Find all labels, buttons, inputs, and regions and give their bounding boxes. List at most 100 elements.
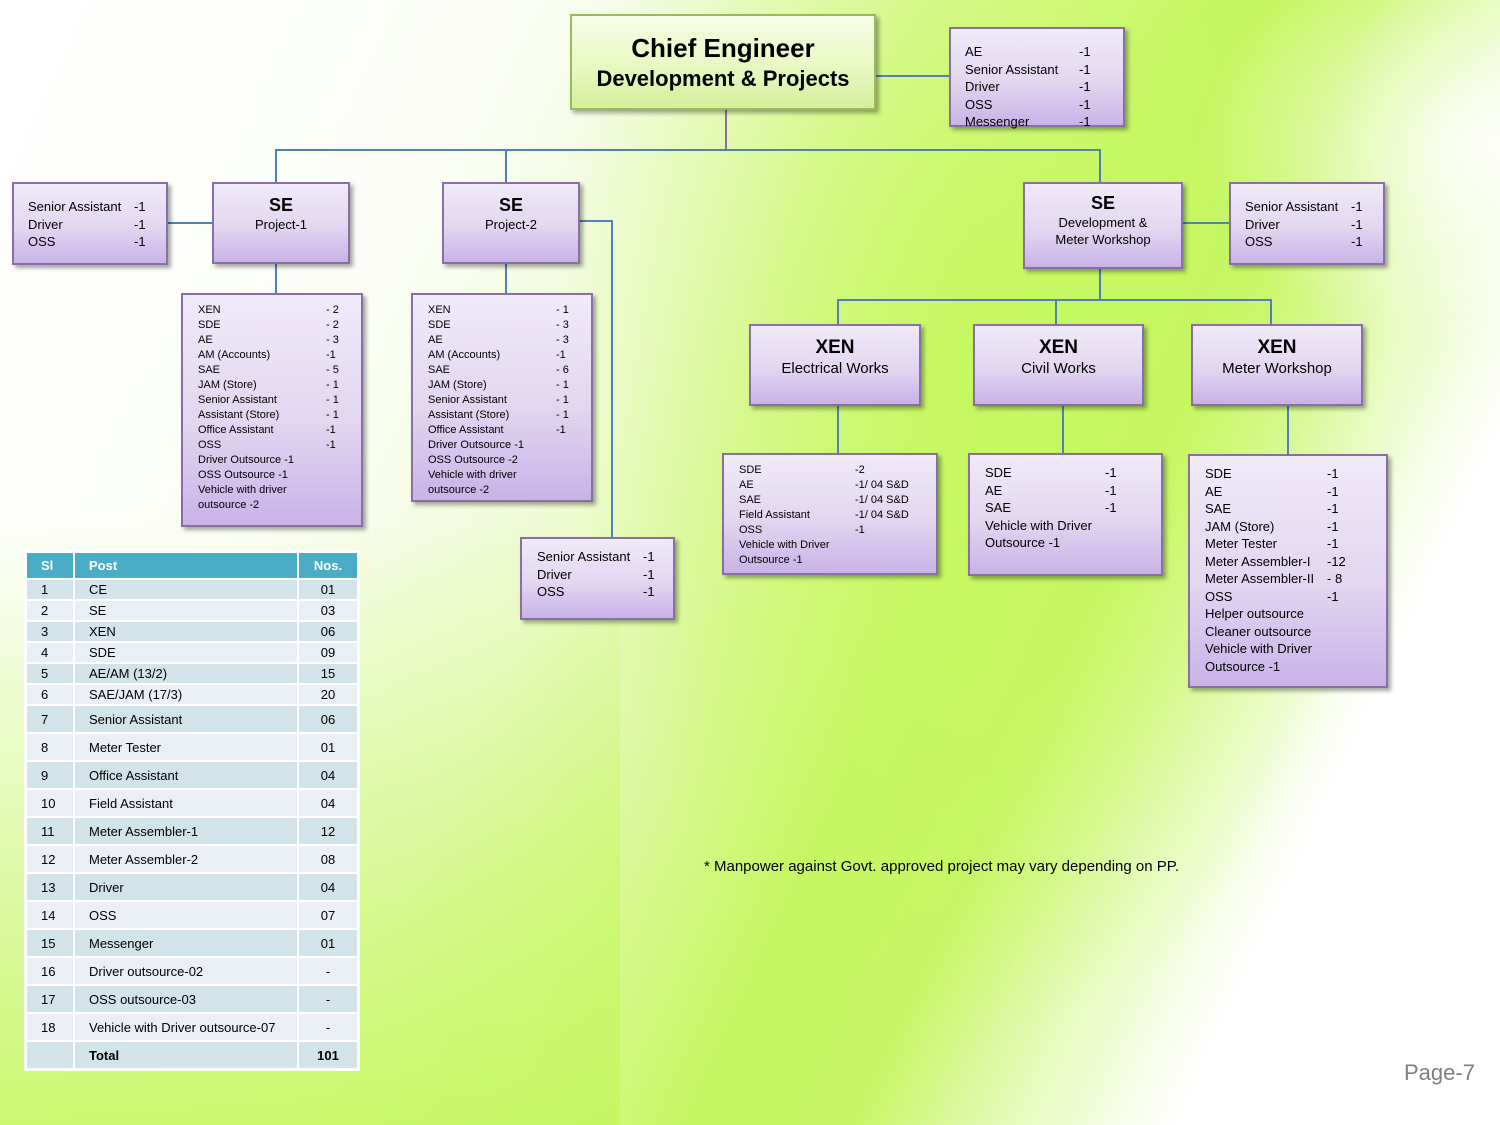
xen-meter-node[interactable]: XEN Meter Workshop bbox=[1191, 324, 1363, 406]
cell-post: SE bbox=[75, 601, 297, 620]
xen-electrical-node[interactable]: XEN Electrical Works bbox=[749, 324, 921, 406]
se-dev-meter-node[interactable]: SE Development & Meter Workshop bbox=[1023, 182, 1183, 269]
staff-count: - 2 bbox=[326, 304, 339, 316]
connector-line bbox=[275, 149, 277, 183]
cell-sl: 13 bbox=[27, 874, 73, 900]
staff-row: Senior Assistant-1 bbox=[28, 198, 166, 216]
staff-post: Office Assistant bbox=[198, 424, 274, 436]
staff-post: Senior Assistant bbox=[1245, 199, 1339, 214]
staff-count: - 5 bbox=[326, 364, 339, 376]
cell-nos: 08 bbox=[299, 846, 357, 872]
staff-post: AE bbox=[985, 482, 1003, 498]
se-project1-title: SE bbox=[268, 195, 293, 215]
xen-civil-node[interactable]: XEN Civil Works bbox=[973, 324, 1144, 406]
cell-post: Meter Assembler-2 bbox=[75, 846, 297, 872]
cell-post: OSS outsource-03 bbox=[75, 986, 297, 1012]
staff-row: SAE- 5 bbox=[198, 363, 361, 378]
staff-count: -1 bbox=[1079, 79, 1091, 94]
staff-row: Vehicle with Driver bbox=[985, 517, 1161, 535]
se-project2-node[interactable]: SE Project-2 bbox=[442, 182, 580, 264]
staff-row: AE-1/ 04 S&D bbox=[739, 478, 936, 493]
staff-post: AE bbox=[428, 334, 443, 346]
cell-nos: 01 bbox=[299, 734, 357, 760]
staff-count: -1 bbox=[1327, 536, 1339, 551]
staff-post: Outsource -1 bbox=[1205, 658, 1281, 674]
staff-row: SDE-2 bbox=[739, 463, 936, 478]
staff-row: SDE-1 bbox=[1205, 465, 1386, 483]
staff-row: outsource -2 bbox=[428, 483, 591, 498]
cell-sl: 6 bbox=[27, 685, 73, 704]
staff-row: Outsource -1 bbox=[985, 534, 1161, 552]
staff-post: OSS bbox=[739, 524, 763, 536]
connector-line bbox=[275, 263, 277, 293]
cell-nos: 03 bbox=[299, 601, 357, 620]
staff-post: Driver bbox=[28, 216, 63, 232]
staff-row: Assistant (Store)- 1 bbox=[198, 408, 361, 423]
staff-row: AE- 3 bbox=[198, 333, 361, 348]
staff-post: AE bbox=[965, 44, 983, 59]
connector-line bbox=[1287, 405, 1289, 455]
connector-line bbox=[611, 220, 613, 538]
staff-count: -1 bbox=[1079, 61, 1091, 77]
xen-civil-title: XEN bbox=[1038, 337, 1079, 358]
staff-row: Senior Assistant- 1 bbox=[198, 393, 361, 408]
staff-post: Vehicle with Driver bbox=[739, 539, 830, 551]
staff-row: Helper outsource bbox=[1205, 605, 1386, 623]
staff-row: AE-1 bbox=[965, 43, 1123, 61]
staff-post: OSS bbox=[198, 439, 222, 451]
connector-line bbox=[837, 299, 1272, 301]
staff-count: - 3 bbox=[326, 334, 339, 346]
staff-row: Senior Assistant- 1 bbox=[428, 393, 591, 408]
staff-count: -1 bbox=[1105, 482, 1117, 498]
total-sl bbox=[27, 1042, 73, 1068]
staff-row: Assistant (Store)- 1 bbox=[428, 408, 591, 423]
staff-count: -1 bbox=[1327, 501, 1339, 516]
staff-count: -12 bbox=[1327, 553, 1346, 569]
staff-row: Meter Assembler-II- 8 bbox=[1205, 570, 1386, 588]
cell-sl: 11 bbox=[27, 818, 73, 844]
cell-post: SAE/JAM (17/3) bbox=[75, 685, 297, 704]
se-project1-node[interactable]: SE Project-1 bbox=[212, 182, 350, 264]
staff-count: -1 bbox=[1327, 588, 1339, 604]
staff-post: XEN bbox=[198, 304, 221, 316]
cell-nos: 01 bbox=[299, 930, 357, 956]
cell-sl: 8 bbox=[27, 734, 73, 760]
se-dev-title: SE bbox=[1090, 193, 1115, 213]
staff-count: -1 bbox=[326, 349, 336, 361]
staff-post: Assistant (Store) bbox=[198, 409, 280, 421]
staff-post: Senior Assistant bbox=[28, 199, 122, 214]
staff-row: Cleaner outsource bbox=[1205, 623, 1386, 641]
cell-sl: 5 bbox=[27, 664, 73, 683]
cell-post: Messenger bbox=[75, 930, 297, 956]
cell-nos: 20 bbox=[299, 685, 357, 704]
background-gradient-right bbox=[1200, 0, 1500, 360]
staff-row: Meter Assembler-I-12 bbox=[1205, 553, 1386, 571]
cell-nos: 15 bbox=[299, 664, 357, 683]
staff-post: AE bbox=[1205, 483, 1223, 499]
staff-row: AM (Accounts)-1 bbox=[198, 348, 361, 363]
chief-engineer-node[interactable]: Chief Engineer Development & Projects bbox=[570, 14, 876, 110]
staff-row: OSS-1 bbox=[1205, 588, 1386, 606]
se-project2-title: SE bbox=[498, 195, 523, 215]
xen-electrical-title: XEN bbox=[815, 337, 855, 358]
staff-post: Driver Outsource -1 bbox=[428, 439, 524, 451]
staff-count: - 1 bbox=[556, 304, 569, 316]
staff-count: - 1 bbox=[556, 379, 569, 391]
